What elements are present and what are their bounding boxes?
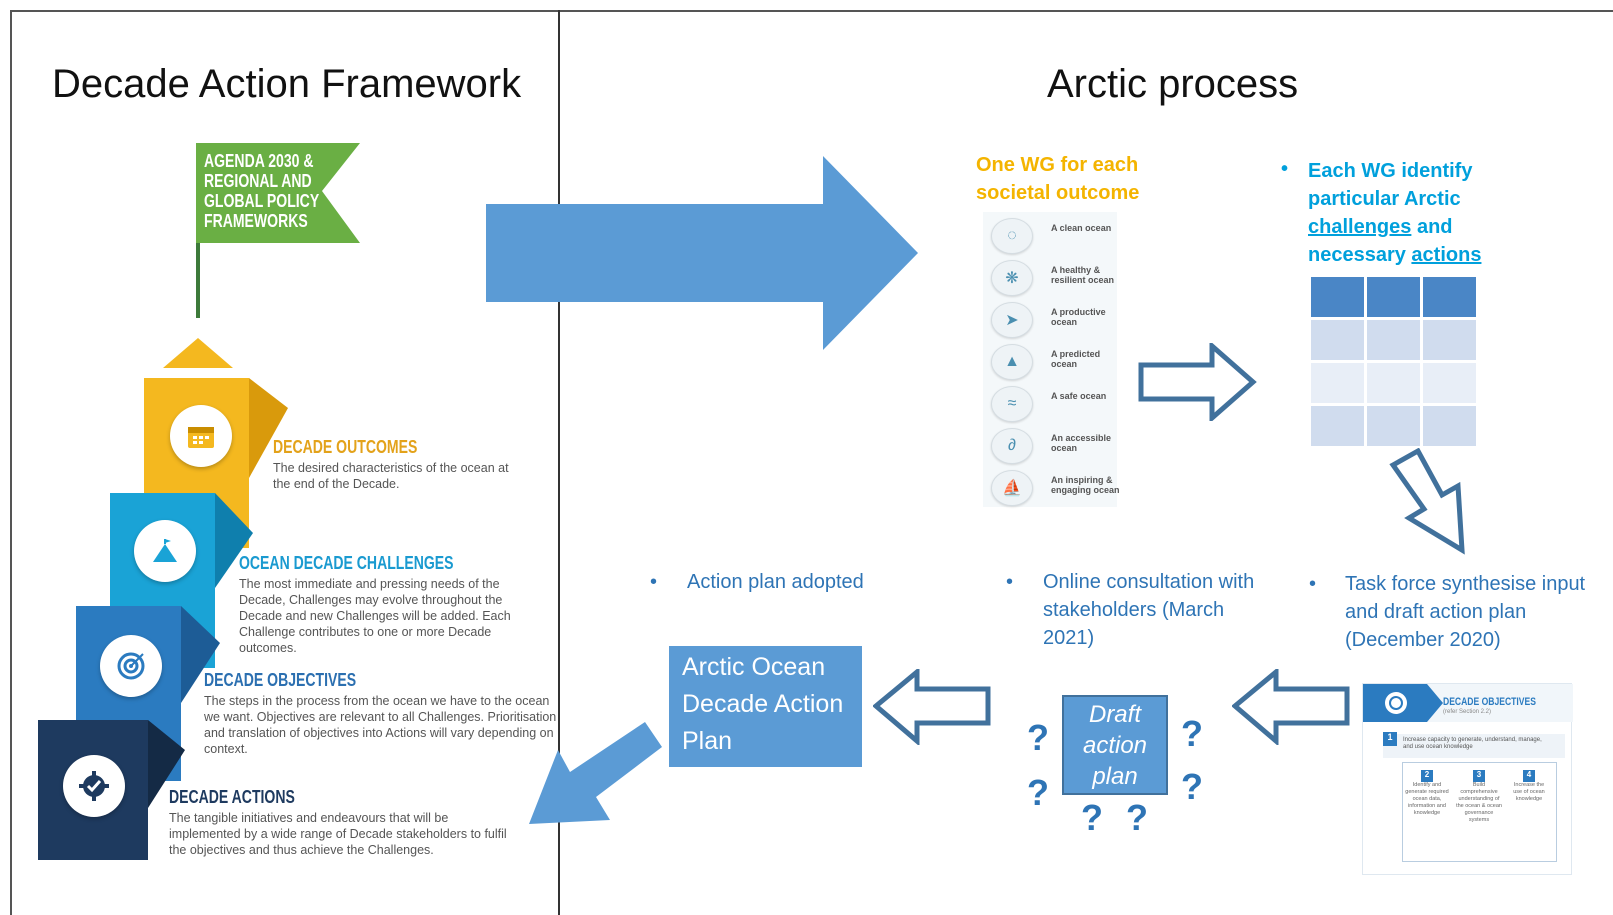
mountain-flag-icon <box>134 520 196 582</box>
table-cell <box>1367 320 1420 360</box>
consultation-bullet: • <box>1006 571 1014 593</box>
consultation-block: • Online consultation with stakeholders … <box>1006 568 1266 652</box>
identify-bullet: • <box>1281 158 1289 180</box>
outcome-healthy: ❋ A healthy & resilient ocean <box>991 260 1121 300</box>
agenda-flag: AGENDA 2030 & REGIONAL AND GLOBAL POLICY… <box>196 143 366 328</box>
question-mark: ? <box>1126 797 1148 838</box>
consultation-text: Online consultation with stakeholders (M… <box>1043 571 1255 649</box>
big-down-left-arrow <box>529 722 662 824</box>
arctic-ocean-decade-action-plan-box: Arctic Ocean Decade Action Plan <box>669 646 862 767</box>
question-mark: ? <box>1027 717 1049 758</box>
big-right-arrow <box>486 156 918 350</box>
objectives-thumbnail: DECADE OBJECTIVES (refer Section 2.2) 1 … <box>1362 683 1573 875</box>
step-outcomes-heading: DECADE OUTCOMES <box>273 437 418 457</box>
right-title: Arctic process <box>1047 62 1299 106</box>
outline-arrow-right <box>1138 343 1257 421</box>
table-header-cell <box>1311 277 1364 317</box>
task-force-bullet: • <box>1309 573 1317 595</box>
step-actions: DECADE ACTIONS The tangible initiatives … <box>169 787 519 858</box>
identify-line4: necessary actions <box>1308 244 1482 266</box>
question-mark: ? <box>1181 766 1203 807</box>
table-cell <box>1311 363 1364 403</box>
buoy-icon: ▲ <box>991 344 1033 380</box>
step-objectives-text: The steps in the process from the ocean … <box>204 694 557 756</box>
table-cell <box>1311 320 1364 360</box>
step-challenges: OCEAN DECADE CHALLENGES The most immedia… <box>239 553 529 656</box>
outcome-clean: ◌ A clean ocean <box>991 218 1121 258</box>
figure-frame <box>10 10 1613 915</box>
outline-arrow-left-2 <box>873 669 991 745</box>
table-cell <box>1367 406 1420 446</box>
identify-line2: particular Arctic <box>1308 188 1461 210</box>
table-cell <box>1311 406 1364 446</box>
coral-icon: ❋ <box>991 260 1033 296</box>
step-actions-heading: DECADE ACTIONS <box>169 787 295 807</box>
flag-graphic <box>196 143 360 318</box>
step-challenges-heading: OCEAN DECADE CHALLENGES <box>239 553 454 573</box>
table-cell <box>1423 363 1476 403</box>
target-icon <box>100 635 162 697</box>
identify-block: • Each WG identify particular Arctic cha… <box>1281 157 1521 269</box>
step-objectives: DECADE OBJECTIVES The steps in the proce… <box>204 670 558 757</box>
outcome-predicted: ▲ A predicted ocean <box>991 344 1121 384</box>
fish-icon: ➤ <box>991 302 1033 338</box>
task-force-text: Task force synthesise input and draft ac… <box>1345 573 1586 651</box>
wg-heading: One WG for each societal outcome <box>976 154 1140 204</box>
outcome-productive: ➤ A productive ocean <box>991 302 1121 342</box>
thumb-heading: DECADE OBJECTIVES <box>1443 696 1536 708</box>
draft-action-plan-box: Draft action plan <box>1062 695 1168 795</box>
step-challenges-text: The most immediate and pressing needs of… <box>239 577 511 655</box>
table-header-cell <box>1423 277 1476 317</box>
recycle-icon: ◌ <box>991 218 1033 254</box>
question-mark: ? <box>1027 772 1049 813</box>
step-objectives-heading: DECADE OBJECTIVES <box>204 670 357 690</box>
table-cell <box>1423 320 1476 360</box>
section-divider <box>558 10 560 915</box>
outcomes-list: ◌ A clean ocean ❋ A healthy & resilient … <box>983 212 1120 507</box>
task-force-block: • Task force synthesise input and draft … <box>1309 570 1609 654</box>
identify-line3: challenges and <box>1308 216 1453 238</box>
table-cell <box>1423 406 1476 446</box>
adopted-text: Action plan adopted <box>687 571 864 593</box>
identify-line1: Each WG identify <box>1308 160 1473 182</box>
outline-arrow-down <box>1389 448 1465 555</box>
actions-table <box>1311 277 1477 447</box>
outcome-safe: ≈ A safe ocean <box>991 386 1121 426</box>
calendar-icon <box>170 405 232 467</box>
adopted-bullet: • <box>650 571 658 593</box>
outline-arrow-left-1 <box>1232 669 1350 745</box>
step-outcomes: DECADE OUTCOMES The desired characterist… <box>273 437 528 492</box>
table-header-cell <box>1367 277 1420 317</box>
gear-check-icon <box>63 755 125 817</box>
wave-icon: ≈ <box>991 386 1033 422</box>
step-outcomes-text: The desired characteristics of the ocean… <box>273 461 509 491</box>
lock-icon: ∂ <box>991 428 1033 464</box>
question-mark: ? <box>1181 713 1203 754</box>
adopted-block: • Action plan adopted <box>650 568 910 596</box>
table-cell <box>1367 363 1420 403</box>
left-title: Decade Action Framework <box>52 62 522 106</box>
boat-icon: ⛵ <box>991 470 1033 506</box>
step-actions-text: The tangible initiatives and endeavours … <box>169 811 507 857</box>
outcome-accessible: ∂ An accessible ocean <box>991 428 1121 468</box>
flag-text: AGENDA 2030 & REGIONAL AND GLOBAL POLICY… <box>204 151 319 231</box>
outcome-inspiring: ⛵ An inspiring & engaging ocean <box>991 470 1121 510</box>
question-mark: ? <box>1081 797 1103 838</box>
